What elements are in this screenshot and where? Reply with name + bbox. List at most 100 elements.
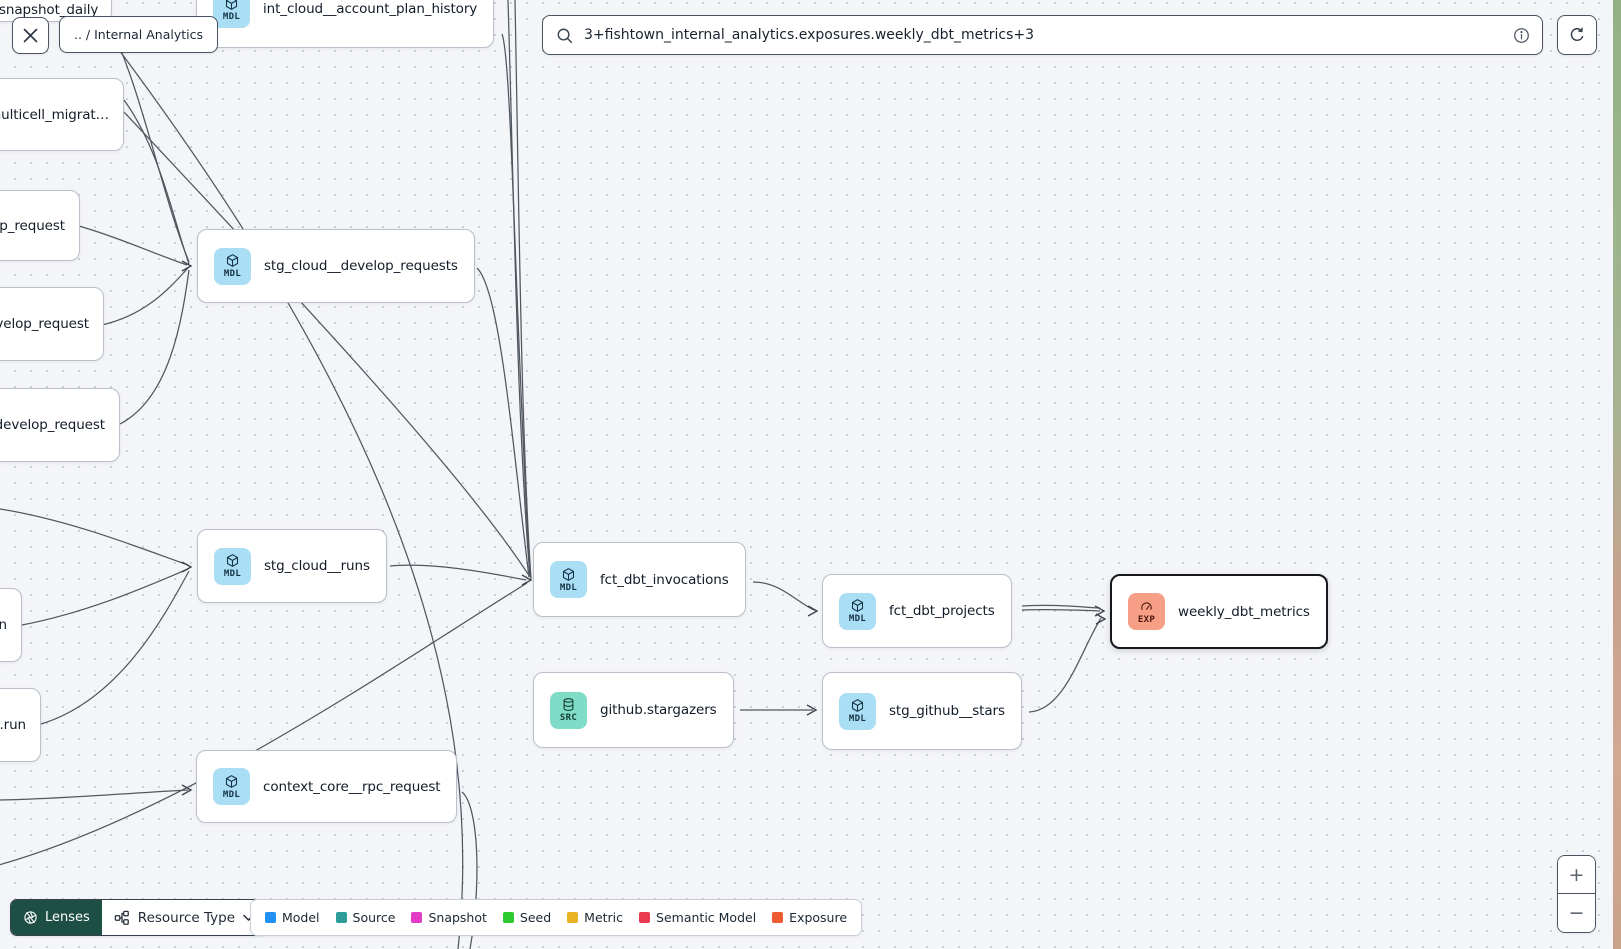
source-swatch [335, 912, 347, 923]
node-fct-dbt-invocations[interactable]: MDL fct_dbt_invocations [533, 542, 746, 617]
node-label: multicell_migrat… [0, 106, 109, 123]
seed-swatch [502, 912, 514, 923]
search-icon [557, 28, 573, 43]
edge-arrowhead [181, 260, 193, 272]
edge [119, 269, 190, 425]
cube-icon [851, 699, 864, 712]
edge [0, 508, 189, 566]
close-button[interactable] [12, 17, 49, 54]
lenses-control: Lenses Resource Type [10, 899, 268, 936]
node-label: stg_cloud__runs [264, 558, 370, 574]
node-label: stg_github__stars [889, 703, 1005, 719]
node-github-stargazers[interactable]: SRC github.stargazers [533, 672, 734, 748]
snapshot-swatch [411, 912, 423, 923]
model-badge: MDL [214, 247, 251, 285]
edge [123, 111, 529, 575]
node-label: context_core__rpc_request [263, 778, 441, 795]
node-label: velop_request [0, 316, 89, 332]
node-label: p_request [0, 217, 65, 234]
exposure-swatch [772, 912, 784, 923]
edge [0, 582, 528, 866]
legend-item-source: Source [335, 910, 395, 925]
node-p-request[interactable]: p_request [0, 190, 80, 261]
resource-graph-icon [114, 910, 129, 925]
legend-item-snapshot: Snapshot [411, 910, 487, 925]
cube-icon [226, 554, 239, 567]
lenses-button[interactable]: Lenses [11, 900, 102, 935]
edge [1021, 604, 1101, 609]
resource-type-legend: Model Source Snapshot Seed Metric Semant… [250, 899, 863, 936]
zoom-controls: + − [1557, 855, 1596, 933]
model-badge: MDL [214, 547, 251, 585]
resource-type-dropdown[interactable]: Resource Type [101, 900, 267, 935]
zoom-out-button[interactable]: − [1558, 894, 1595, 932]
gauge-icon [1141, 601, 1152, 610]
node-label: weekly_dbt_metrics [1178, 603, 1310, 620]
node-stg-cloud-runs[interactable]: MDL stg_cloud__runs [197, 529, 387, 603]
source-badge: SRC [550, 691, 587, 729]
node-velop-request[interactable]: velop_request [0, 287, 104, 361]
model-badge: MDL [213, 768, 250, 805]
node-label: fct_dbt_projects [889, 603, 995, 619]
edge-arrowhead [521, 574, 533, 586]
edge [501, 33, 531, 576]
node-label: .develop_request [0, 417, 105, 433]
cube-icon [225, 774, 238, 788]
legend-item-exposure: Exposure [772, 910, 847, 925]
breadcrumb[interactable]: .. / Internal Analytics [59, 16, 219, 53]
node-run[interactable]: .run [0, 688, 41, 762]
edge [1028, 617, 1102, 713]
lenses-label: Lenses [45, 910, 90, 925]
node-stg-github-stars[interactable]: MDL stg_github__stars [822, 672, 1022, 750]
node-develop-request[interactable]: .develop_request [0, 388, 120, 462]
node-multicell-migrat[interactable]: multicell_migrat… [0, 78, 124, 151]
edge [78, 225, 188, 266]
edge-arrowhead [1095, 613, 1107, 625]
node-label: fct_dbt_invocations [600, 571, 729, 588]
model-swatch [265, 912, 276, 923]
node-weekly-dbt-metrics[interactable]: EXP weekly_dbt_metrics [1110, 574, 1328, 649]
edge [21, 568, 189, 626]
resource-type-label: Resource Type [137, 909, 236, 926]
refresh-icon [1570, 27, 1584, 41]
model-badge: MDL [839, 692, 876, 730]
database-icon [563, 698, 574, 711]
model-badge: MDL [550, 561, 587, 598]
edge [514, 0, 532, 580]
edge-arrowhead [806, 704, 818, 716]
search-input[interactable] [582, 26, 1504, 44]
metric-swatch [567, 912, 579, 923]
edge [476, 267, 530, 578]
node-context-core-rpc-request[interactable]: MDL context_core__rpc_request [196, 750, 458, 823]
node-n[interactable]: n [0, 588, 22, 662]
node-fct-dbt-projects[interactable]: MDL fct_dbt_projects [822, 574, 1012, 648]
legend-item-seed: Seed [502, 910, 551, 925]
cube-icon [225, 0, 238, 10]
node-int-cloud-account-plan-history[interactable]: MDL int_cloud__account_plan_history [196, 0, 495, 48]
node-label: stg_cloud__develop_requests [264, 258, 458, 274]
refresh-button[interactable] [1557, 15, 1597, 55]
edge [101, 267, 189, 326]
node-label: github.stargazers [600, 702, 717, 718]
edge [40, 570, 190, 725]
edge-arrowhead [181, 561, 193, 573]
edge [389, 564, 527, 581]
legend-item-model: Model [265, 910, 320, 925]
search-bar[interactable] [542, 15, 1543, 55]
close-icon [23, 28, 38, 43]
zoom-in-button[interactable]: + [1558, 856, 1595, 894]
breadcrumb-label: .. / Internal Analytics [74, 27, 204, 42]
cube-icon [851, 599, 864, 612]
edge-arrowhead [807, 605, 819, 617]
node-stg-cloud-develop-requests[interactable]: MDL stg_cloud__develop_requests [197, 229, 475, 303]
edge [752, 581, 815, 611]
edge [507, 0, 531, 578]
node-label: snapshot_daily [0, 2, 99, 18]
legend-item-semantic-model: Semantic Model [639, 910, 756, 925]
info-icon[interactable] [1513, 27, 1530, 44]
model-badge: MDL [839, 592, 876, 630]
cube-icon [226, 254, 239, 267]
aperture-icon [24, 911, 37, 924]
exposure-badge: EXP [1128, 593, 1165, 630]
